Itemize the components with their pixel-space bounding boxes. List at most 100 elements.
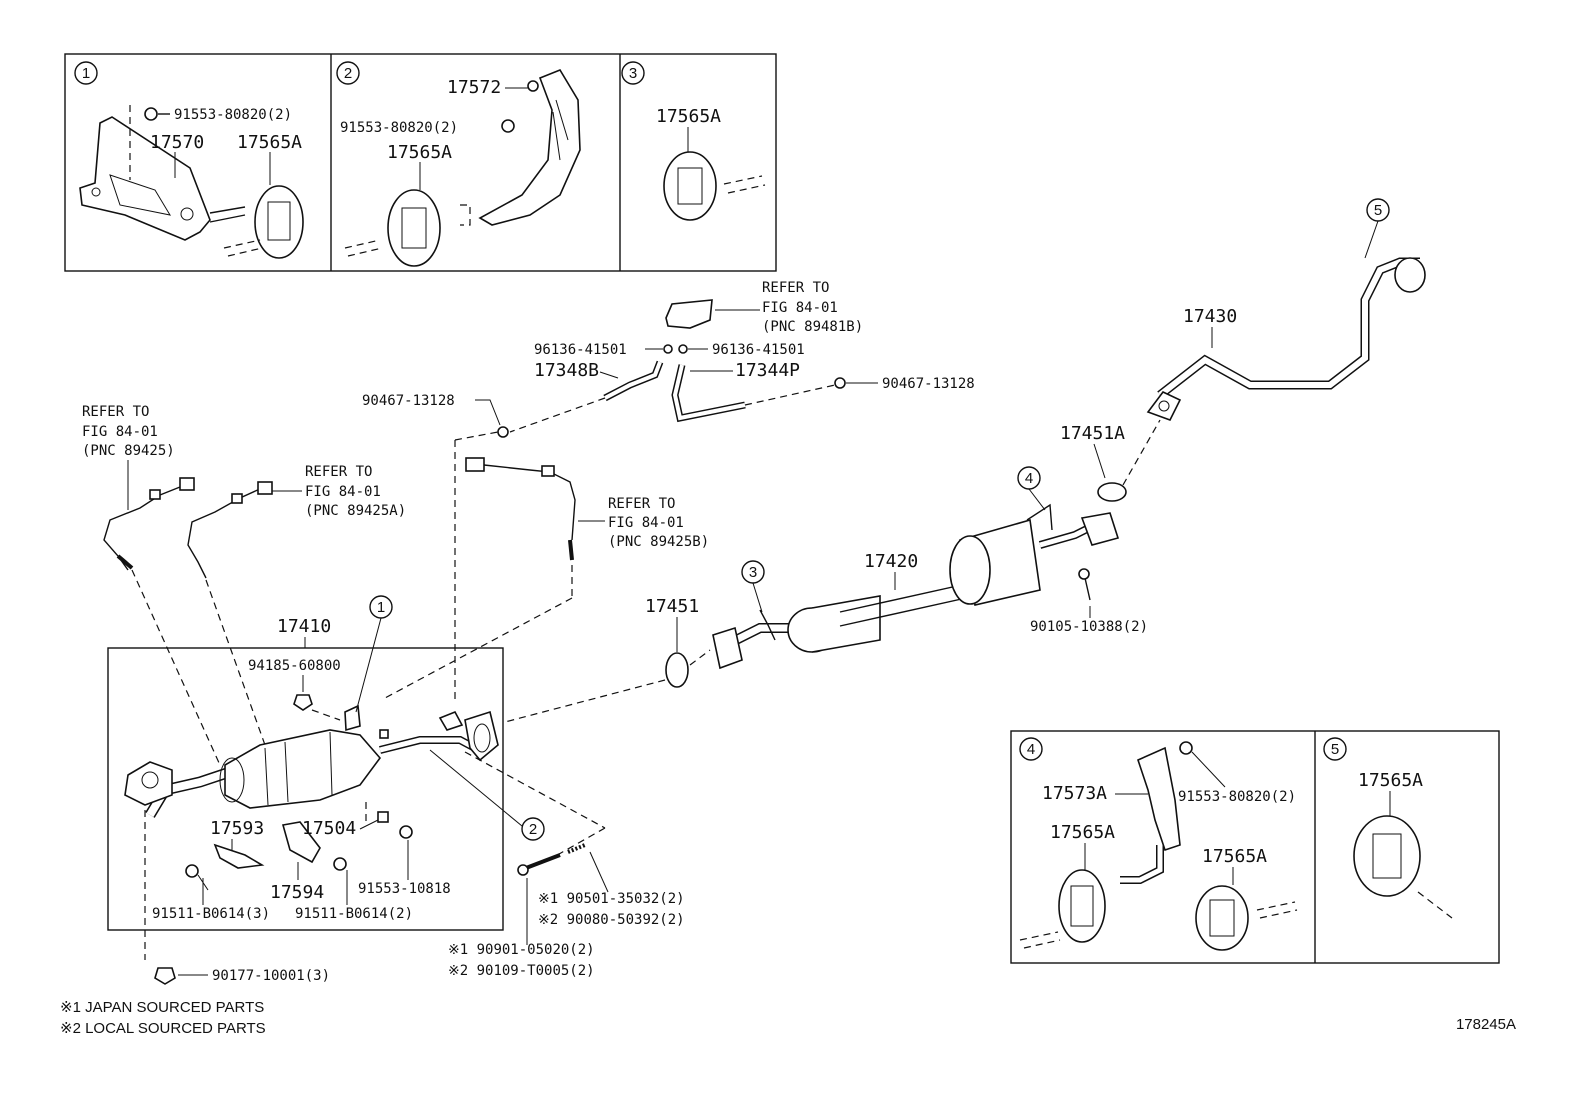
ref3-line2: FIG 84-01 [608, 515, 684, 531]
label-stud-s1: ※1 90501-35032(2) [538, 891, 685, 907]
label-bolt-91511-b0614-2: 91511-B0614(2) [295, 906, 413, 922]
label-bracket-17593: 17593 [210, 818, 264, 839]
detail-box-bottom [1010, 730, 1500, 964]
detail-1: 1 91553-80820(2) 17570 17565A [74, 61, 304, 259]
bolt-icon [185, 864, 199, 878]
clamp-icon [663, 344, 673, 354]
front-flange [712, 626, 743, 670]
rubber-mount-icon [387, 189, 441, 267]
gasket-icon [1097, 482, 1127, 502]
callout-number-4: 4 [1027, 741, 1035, 758]
callout-number-5: 5 [1331, 741, 1339, 758]
bracket-17504-icon [377, 811, 389, 823]
label-gasket-17451: 17451 [645, 596, 699, 617]
bracket-17594-shape [281, 821, 321, 864]
label-mount-17565a: 17565A [1358, 770, 1423, 791]
callout-number-1: 1 [377, 599, 385, 616]
ref1-line2: FIG 84-01 [82, 424, 158, 440]
label-bracket-17504: 17504 [302, 818, 356, 839]
nut-90177-group: 90177-10001(3) [154, 967, 330, 985]
bolt-icon [1179, 741, 1193, 755]
detail-5: 5 17565A [1323, 737, 1453, 919]
label-bolt-91511-b0614-3: 91511-B0614(3) [152, 906, 270, 922]
label-nut-94185-60800: 94185-60800 [248, 658, 341, 674]
label-gasket-17451a: 17451A [1060, 423, 1125, 444]
clamp-icon [678, 344, 688, 354]
callout-number-2: 2 [344, 65, 352, 82]
detail-3: 3 17565A [621, 61, 766, 221]
connector-icon [179, 477, 195, 491]
label-mount-17565a: 17565A [237, 132, 302, 153]
connector-icon [257, 481, 273, 495]
sensor-89425: REFER TO FIG 84-01 (PNC 89425) [82, 404, 221, 766]
label-center-pipe-17420: 17420 [864, 551, 918, 572]
rubber-mount-icon [1353, 815, 1421, 897]
label-clip-90467-13128-left: 90467-13128 [362, 393, 455, 409]
label-bolt-91553-80820: 91553-80820(2) [1178, 789, 1296, 805]
bolt-icon [333, 857, 347, 871]
gasket-17451a: 17451A [1060, 419, 1161, 502]
label-bracket-17570: 17570 [150, 132, 204, 153]
converter-assembly: 17410 94185-60800 1 2 17593 [107, 595, 545, 960]
callout-number-3: 3 [749, 564, 757, 581]
nut-icon [293, 694, 313, 711]
hanger-rod [209, 206, 246, 223]
callout-number-4: 4 [1025, 470, 1033, 487]
label-bracket-17572: 17572 [447, 77, 501, 98]
label-mount-17565a-a: 17565A [1050, 822, 1115, 843]
callout-circle-1 [74, 61, 98, 85]
label-tail-pipe-17430: 17430 [1183, 306, 1237, 327]
bracket-17570-slot [109, 174, 172, 216]
bracket-17573a-shape [1137, 746, 1181, 852]
clip-icon [834, 377, 846, 389]
sensor-89425b: REFER TO FIG 84-01 (PNC 89425B) [384, 457, 709, 699]
label-hose-17348b: 17348B [534, 360, 599, 381]
ref4-line3: (PNC 89481B) [762, 319, 863, 335]
ref3-line1: REFER TO [608, 496, 675, 512]
clip-icon [497, 426, 509, 438]
gasket-icon [665, 652, 689, 688]
callout-number-1: 1 [82, 65, 90, 82]
ref4-line1: REFER TO [762, 280, 829, 296]
bolt-icon [144, 107, 158, 121]
callout-number-2: 2 [529, 821, 537, 838]
sensor-89481b [665, 299, 713, 329]
tail-pipe-assembly: 5 17430 [1146, 198, 1426, 421]
stud-group: ※1 90501-35032(2) ※2 90080-50392(2) ※1 9… [448, 751, 685, 979]
callout-circle-4 [1019, 737, 1043, 761]
tail-flange [1146, 390, 1182, 421]
label-hose-17344p: 17344P [735, 360, 800, 381]
converter-rear-flange [464, 710, 499, 762]
ref2-line3: (PNC 89425A) [305, 503, 406, 519]
label-bolt-b2: ※2 90109-T0005(2) [448, 963, 595, 979]
converter-body [224, 729, 382, 809]
bracket-17593-shape [213, 843, 265, 869]
callout-circle-2b [521, 817, 545, 841]
label-bolt-91553-80820: 91553-80820(2) [174, 107, 292, 123]
converter-box [107, 647, 504, 931]
rear-flange [1080, 512, 1120, 546]
callout-number-3: 3 [629, 65, 637, 82]
bracket-17572-shape [478, 69, 581, 226]
sensor-89425a: REFER TO FIG 84-01 (PNC 89425A) [187, 464, 406, 746]
label-converter-17410: 17410 [277, 616, 331, 637]
callout-circle-5b [1323, 737, 1347, 761]
label-stud-s2: ※2 90080-50392(2) [538, 912, 685, 928]
label-bracket-17573a: 17573A [1042, 783, 1107, 804]
detail-box-top [64, 53, 777, 272]
bolt-icon [1078, 568, 1090, 580]
rubber-mount-icon [663, 151, 717, 221]
bolt-icon [399, 825, 413, 839]
bolt-icon [527, 80, 539, 92]
label-nut-90177-10001: 90177-10001(3) [212, 968, 330, 984]
ref2-line2: FIG 84-01 [305, 484, 381, 500]
ref2-line1: REFER TO [305, 464, 372, 480]
note-japan-sourced: ※1 JAPAN SOURCED PARTS [60, 999, 264, 1016]
label-bracket-17594: 17594 [270, 882, 324, 903]
label-bolt-91553-10818: 91553-10818 [358, 881, 451, 897]
callout-circle-3 [621, 61, 645, 85]
label-bolt-90105-10388: 90105-10388(2) [1030, 619, 1148, 635]
detail-2: 2 17572 91553-80820(2) 17565A [336, 61, 581, 267]
label-mount-17565a: 17565A [656, 106, 721, 127]
